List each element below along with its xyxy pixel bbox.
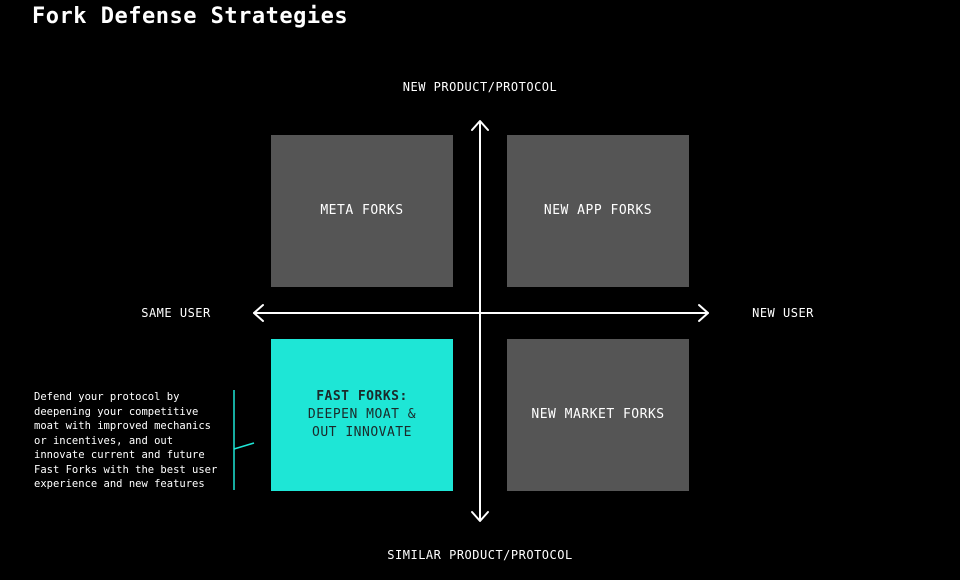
quadrant-label: META FORKS: [320, 203, 404, 218]
quadrant-new-market-forks: NEW MARKET FORKS: [507, 339, 689, 491]
arrow-up-icon: [471, 120, 489, 131]
axis-label-left: SAME USER: [141, 306, 211, 320]
arrow-left-icon: [253, 304, 264, 322]
axis-label-top: NEW PRODUCT/PROTOCOL: [402, 80, 558, 94]
quadrant-fast-forks: FAST FORKS: DEEPEN MOAT & OUT INNOVATE: [271, 339, 453, 491]
quadrant-title: FAST FORKS:: [316, 389, 408, 404]
quadrant-subtitle-line2: OUT INNOVATE: [312, 425, 412, 440]
quadrant-label: NEW APP FORKS: [543, 203, 653, 218]
quadrant-label: NEW MARKET FORKS: [531, 407, 665, 422]
quadrant-subtitle-line1: DEEPEN MOAT &: [307, 407, 417, 422]
annotation-text: Defend your protocol by deepening your c…: [34, 391, 218, 490]
arrow-down-icon: [471, 511, 489, 522]
axis-label-right: NEW USER: [752, 306, 814, 320]
annotation-connector: [233, 442, 255, 450]
quadrant-meta-forks: META FORKS: [271, 135, 453, 287]
arrow-right-icon: [698, 304, 709, 322]
axis-label-bottom: SIMILAR PRODUCT/PROTOCOL: [387, 548, 573, 562]
page-title: Fork Defense Strategies: [32, 4, 349, 29]
quadrant-new-app-forks: NEW APP FORKS: [507, 135, 689, 287]
